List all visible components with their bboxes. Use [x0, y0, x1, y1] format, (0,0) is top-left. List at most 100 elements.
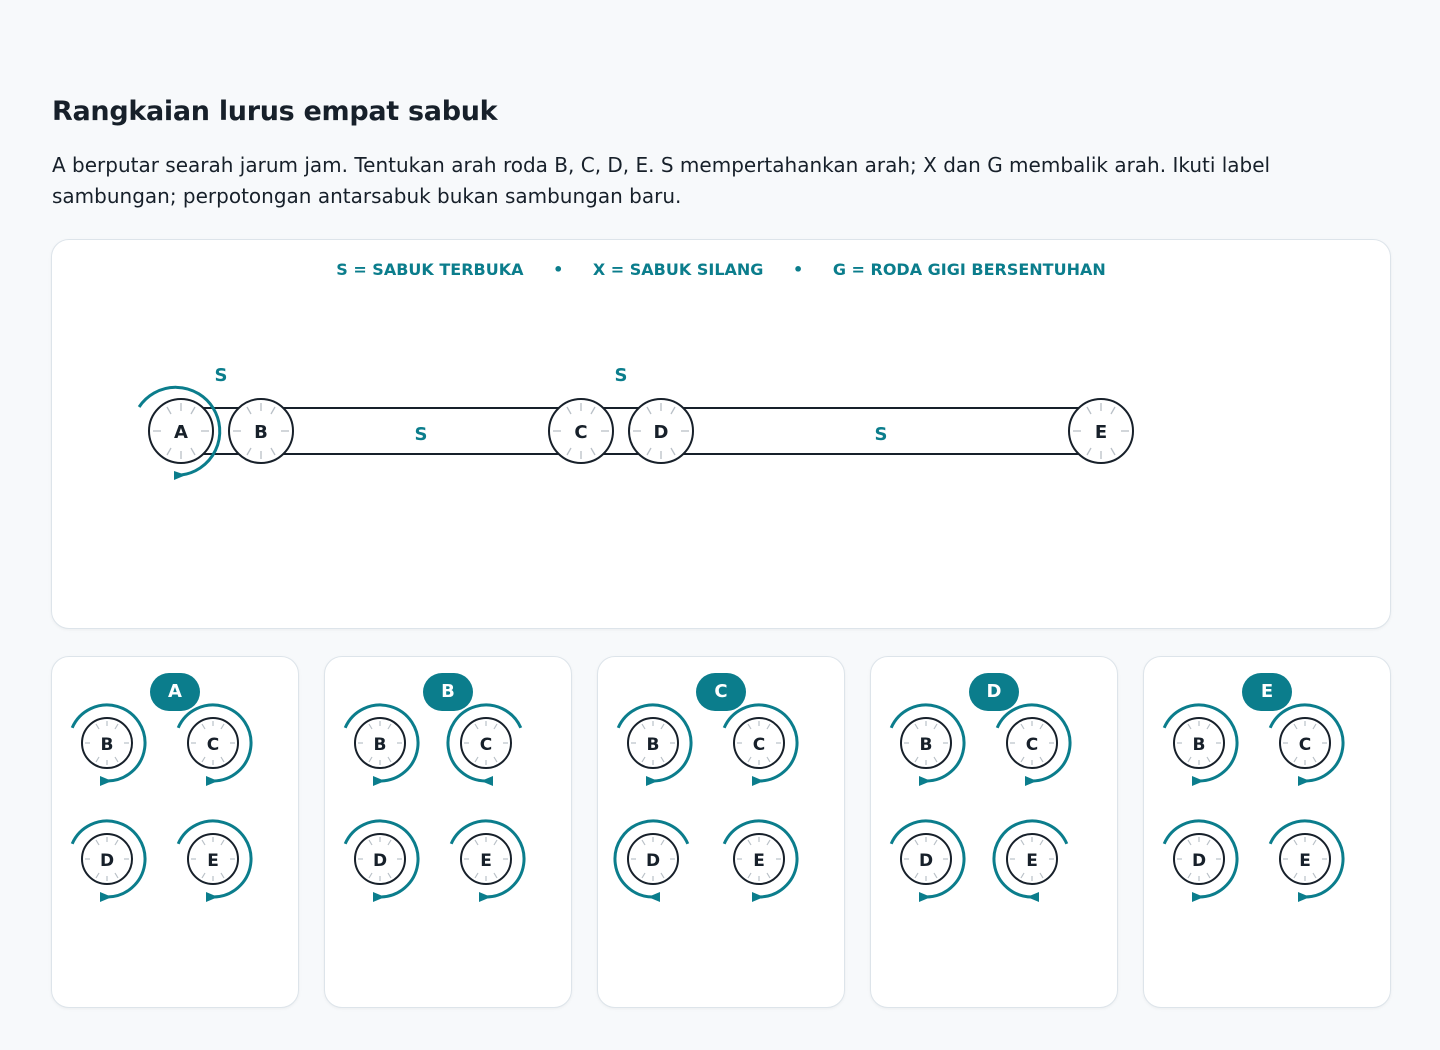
arrowhead-icon [646, 776, 658, 786]
wheel-spoke [1293, 839, 1298, 846]
wheel-spoke [1020, 872, 1025, 879]
counterclockwise-arrow-icon [446, 703, 523, 783]
wheel-spoke [1293, 872, 1298, 879]
arrowhead-icon [752, 776, 764, 786]
wheel-label: D [100, 851, 114, 871]
counterclockwise-arrow-icon [992, 819, 1069, 899]
driver-rotation-arrow-icon [137, 385, 222, 480]
mini-wheel-c: C [176, 703, 253, 786]
wheel-label: E [753, 851, 765, 871]
wheel-spoke [766, 756, 771, 763]
clockwise-arrow-icon [176, 819, 253, 899]
wheel-spoke [493, 723, 498, 730]
clockwise-arrow-icon [343, 703, 420, 783]
clockwise-arrow-icon [70, 703, 147, 783]
wheel-label: B [374, 735, 387, 755]
wheel-spoke [201, 756, 206, 763]
wheel-spoke [766, 872, 771, 879]
wheel-spoke [1206, 839, 1211, 846]
wheel-spoke [914, 839, 919, 846]
mini-wheel-d: D [343, 819, 420, 902]
mini-wheel-c: C [995, 703, 1072, 786]
wheel-spoke [368, 872, 373, 879]
svg-text:C: C [574, 422, 587, 443]
wheel-spoke [387, 872, 392, 879]
mini-wheel-e: E [992, 819, 1069, 902]
wheel-label: B [647, 735, 660, 755]
wheel-spoke [1206, 756, 1211, 763]
wheel-spoke [368, 839, 373, 846]
instructions: A berputar searah jarum jam. Tentukan ar… [52, 153, 1271, 208]
wheel-spoke [1039, 723, 1044, 730]
wheel-spoke [220, 723, 225, 730]
wheel-label: C [207, 735, 219, 755]
wheel-spoke [220, 872, 225, 879]
wheel-spoke [660, 756, 665, 763]
wheel-circle [81, 717, 133, 769]
wheel-spoke [660, 839, 665, 846]
wheel-label: C [1026, 735, 1038, 755]
wheel-spoke [766, 723, 771, 730]
mini-wheel-e: E [176, 819, 253, 902]
wheel-spoke [114, 872, 119, 879]
svg-text:B: B [254, 422, 268, 443]
wheel-circle [1279, 717, 1331, 769]
mini-wheel-d: D [70, 819, 147, 902]
wheel-spoke [387, 723, 392, 730]
arrowhead-icon [919, 892, 931, 902]
arrowhead-icon [1192, 776, 1204, 786]
wheel-circle [460, 717, 512, 769]
wheel-label: E [1299, 851, 1311, 871]
wheel-spoke [114, 756, 119, 763]
wheel-spoke [914, 723, 919, 730]
wheel-spoke [1039, 872, 1044, 879]
clockwise-arrow-icon [1162, 819, 1239, 899]
svg-text:D: D [654, 422, 669, 443]
arrowhead-icon [373, 892, 385, 902]
option-badge: B [423, 673, 473, 711]
wheel-spoke [95, 872, 100, 879]
wheel-spoke [1293, 756, 1298, 763]
wheel-spoke [747, 872, 752, 879]
arrowhead-icon [373, 776, 385, 786]
belt-diagram: S S S S A B [137, 365, 1134, 480]
mini-wheel-c: C [1268, 703, 1345, 786]
wheel-spoke [95, 756, 100, 763]
arrowhead-icon [1298, 892, 1310, 902]
wheel-spoke [201, 872, 206, 879]
wheel-spoke [474, 756, 479, 763]
wheel-circle [900, 717, 952, 769]
wheel-spoke [493, 839, 498, 846]
wheel-spoke [1312, 872, 1317, 879]
wheel-circle [354, 833, 406, 885]
wheel-spoke [933, 839, 938, 846]
wheel-spoke [1020, 839, 1025, 846]
label-a-b: S [215, 365, 228, 386]
wheel-label: D [1192, 851, 1206, 871]
wheel-spoke [387, 839, 392, 846]
wheel-spoke [1020, 756, 1025, 763]
wheel-circle [900, 833, 952, 885]
wheel-spoke [95, 723, 100, 730]
mini-wheel-b: B [616, 703, 693, 786]
wheel-spoke [368, 723, 373, 730]
wheel-spoke [1312, 723, 1317, 730]
wheel-spoke [368, 756, 373, 763]
wheel-spoke [933, 872, 938, 879]
wheel-spoke [387, 756, 392, 763]
clockwise-arrow-icon [176, 703, 253, 783]
wheel-circle [1006, 717, 1058, 769]
mini-wheel-b: B [1162, 703, 1239, 786]
wheel-spoke [1293, 723, 1298, 730]
clockwise-arrow-icon [70, 819, 147, 899]
wheel-circle [733, 833, 785, 885]
legend: S = SABUK TERBUKA • X = SABUK SILANG • G… [52, 260, 1390, 279]
wheel-c: C [548, 398, 614, 464]
wheel-spoke [1187, 872, 1192, 879]
wheel-circle [187, 717, 239, 769]
